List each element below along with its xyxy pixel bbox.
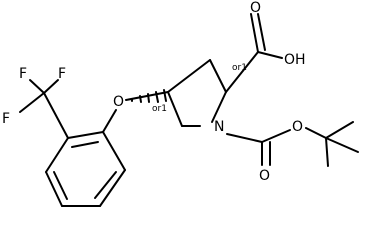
bond-c-o-double <box>250 13 259 53</box>
ring-bond <box>45 137 69 173</box>
chemical-structure: F F F O O OH N O O or1 or1 <box>2 0 359 207</box>
bond-tbu-me2 <box>325 137 359 153</box>
hashed-wedge-bond <box>131 89 167 103</box>
bond-c-o-double <box>257 13 266 51</box>
atom-f-top-left: F <box>19 66 27 82</box>
ring-bond <box>45 171 63 207</box>
atom-n-ring: N <box>214 119 224 135</box>
hash <box>163 89 167 102</box>
bond-tbu-me3 <box>325 137 329 167</box>
hash <box>139 95 142 103</box>
boc-group <box>226 121 359 167</box>
atom-f-top-right: F <box>58 66 66 82</box>
atom-o-acid-carbonyl: O <box>250 0 261 16</box>
bond-cf3-f3 <box>19 92 45 113</box>
bond-n-carbonyl <box>226 133 263 143</box>
trifluoromethyl-group <box>19 79 69 139</box>
bond-carbonyl-o-ester <box>261 129 291 143</box>
stereo-label-c2: or1 <box>232 63 247 73</box>
benzene-ring <box>45 131 126 207</box>
atom-oh-acid: OH <box>284 52 306 68</box>
bond-cf3-aryl <box>43 92 69 139</box>
ring-bond <box>167 91 183 127</box>
hash <box>155 91 159 103</box>
carboxylic-acid <box>225 13 283 93</box>
bond-cf3-f1 <box>29 79 45 94</box>
ring-double-bond <box>94 171 117 199</box>
hash <box>147 93 150 103</box>
ring-bond <box>211 91 227 123</box>
ring-bond <box>67 131 104 139</box>
bond-c2-cooh <box>225 51 259 93</box>
ring-double-bond <box>71 141 99 148</box>
bond-aryl-o <box>102 109 117 133</box>
stereo-label-c4: or1 <box>152 104 167 114</box>
ring-double-bond <box>53 171 68 200</box>
ring-bond <box>167 59 211 93</box>
atom-o-ether: O <box>113 94 124 110</box>
ring-bond <box>102 131 126 171</box>
atom-f-left: F <box>2 111 10 127</box>
ring-bond <box>209 59 227 93</box>
bond-tbu-me1 <box>325 121 354 139</box>
atom-o-ester: O <box>292 119 303 135</box>
bond-o-tbu <box>305 127 327 139</box>
bond-c-oh <box>257 51 283 59</box>
pyrrolidine-ring <box>167 59 227 127</box>
ring-bond <box>99 169 126 207</box>
atom-o-carbamate-carbonyl: O <box>259 168 270 184</box>
bond-cf3-f2 <box>43 79 59 94</box>
bond-o-c4 <box>125 91 169 101</box>
